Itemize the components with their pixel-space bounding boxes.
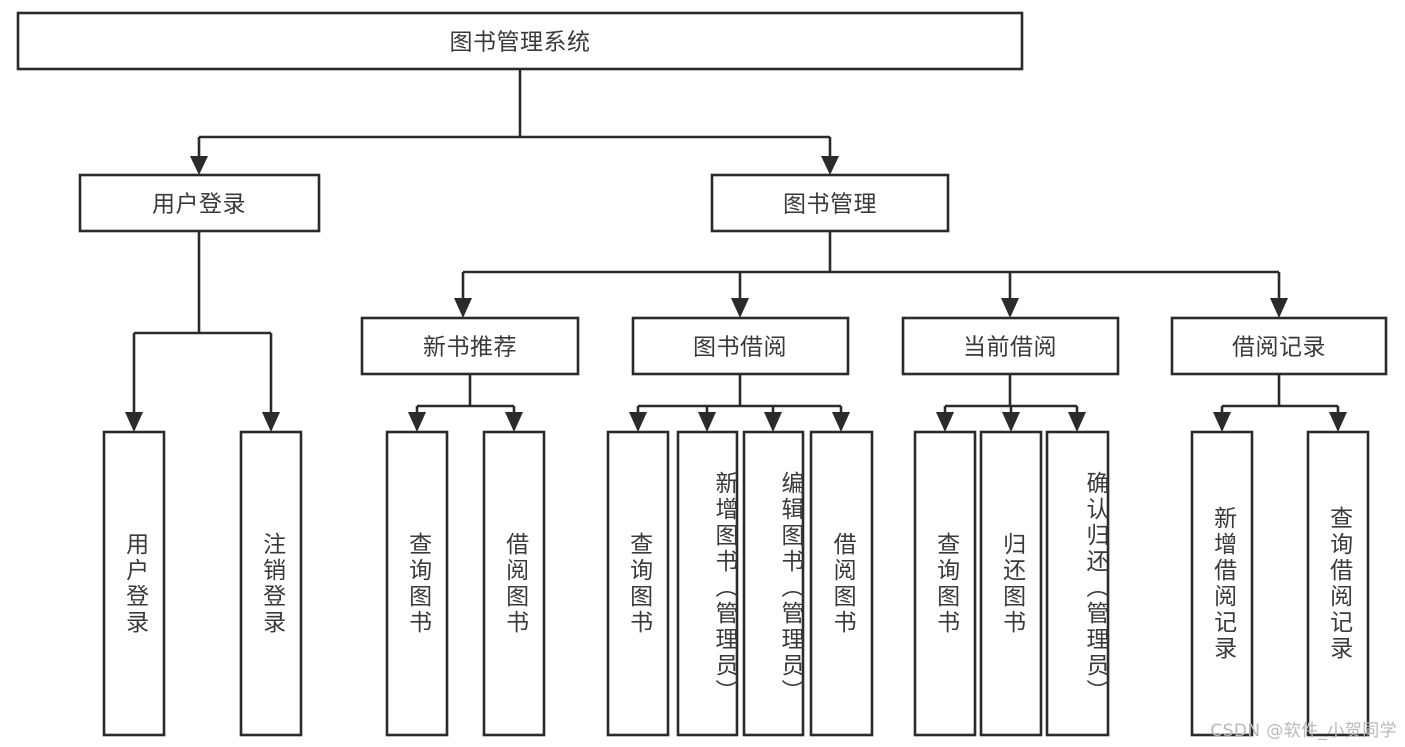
arrow-head-borrow-borrow-book	[832, 412, 850, 432]
arrow-head-borrow-edit-book	[764, 412, 782, 432]
node-logout-do-box[interactable]	[239, 430, 303, 737]
arrow-head-rec-borrow-book	[505, 412, 523, 432]
connector-group-borrow-records	[1213, 374, 1347, 432]
connector-group-root	[190, 69, 839, 175]
node-borrow-add-book-box[interactable]	[676, 430, 739, 737]
csdn-watermark: CSDN @软件_小贺同学	[1210, 721, 1397, 741]
node-cur-return-book-box[interactable]	[979, 430, 1043, 737]
node-rec-borrow-book-box[interactable]	[482, 430, 546, 737]
node-rec-add-record-box[interactable]	[1190, 430, 1254, 737]
connector-group-book-manage	[454, 231, 1288, 318]
node-book-manage-label: 图书管理	[783, 192, 877, 218]
node-root-label: 图书管理系统	[450, 30, 591, 56]
arrow-head-borrow-records	[1270, 298, 1288, 318]
arrow-head-current-borrow	[1001, 298, 1019, 318]
arrow-head-rec-query-record	[1329, 412, 1347, 432]
node-current-borrow[interactable]: 当前借阅	[901, 316, 1120, 376]
node-borrow-records-label: 借阅记录	[1232, 335, 1326, 361]
connector-group-new-book-rec	[408, 374, 523, 432]
node-borrow-records-box[interactable]	[1170, 316, 1388, 376]
node-login-do-box[interactable]	[102, 430, 166, 737]
node-current-borrow-label: 当前借阅	[963, 335, 1057, 361]
connector-group-current-borrow	[936, 374, 1086, 432]
arrow-head-borrow-query-book	[629, 412, 647, 432]
node-user-login[interactable]: 用户登录	[78, 173, 321, 233]
node-user-login-label: 用户登录	[152, 192, 246, 218]
node-book-borrow[interactable]: 图书借阅	[631, 316, 850, 376]
node-book-manage[interactable]: 图书管理	[710, 173, 950, 233]
node-cur-confirm-return-box[interactable]	[1045, 430, 1110, 737]
node-borrow-query-book-box[interactable]	[606, 430, 670, 737]
connector-group-user-login	[125, 231, 280, 432]
node-new-book-rec-label: 新书推荐	[423, 335, 517, 361]
arrow-head-book-borrow	[731, 298, 749, 318]
arrow-head-rec-add-record	[1213, 412, 1231, 432]
arrow-head-book-manage	[821, 156, 839, 175]
node-rec-query-record-box[interactable]	[1306, 430, 1370, 737]
node-book-borrow-box[interactable]	[631, 316, 850, 376]
arrow-head-login-do	[125, 412, 143, 432]
arrow-head-cur-query-book	[936, 412, 954, 432]
node-current-borrow-box[interactable]	[901, 316, 1120, 376]
node-new-book-rec-box[interactable]	[360, 316, 580, 376]
node-borrow-borrow-book-box[interactable]	[809, 430, 874, 737]
arrow-head-logout-do	[262, 412, 280, 432]
connector-group-book-borrow	[629, 374, 850, 432]
node-root-box[interactable]	[16, 11, 1024, 71]
node-new-book-rec[interactable]: 新书推荐	[360, 316, 580, 376]
node-root[interactable]: 图书管理系统	[16, 11, 1024, 71]
arrow-head-user-login	[190, 156, 208, 175]
arrow-head-cur-return-book	[1002, 412, 1020, 432]
arrow-head-cur-confirm-return	[1068, 412, 1086, 432]
node-user-login-box[interactable]	[78, 173, 321, 233]
arrow-head-rec-query-book	[408, 412, 426, 432]
node-borrow-edit-book-box[interactable]	[742, 430, 805, 737]
node-rec-query-book-box[interactable]	[385, 430, 449, 737]
node-book-manage-box[interactable]	[710, 173, 950, 233]
node-cur-query-book-box[interactable]	[913, 430, 977, 737]
node-borrow-records[interactable]: 借阅记录	[1170, 316, 1388, 376]
arrow-head-new-book-rec	[454, 298, 472, 318]
arrow-head-borrow-add-book	[698, 412, 716, 432]
node-book-borrow-label: 图书借阅	[693, 335, 787, 361]
